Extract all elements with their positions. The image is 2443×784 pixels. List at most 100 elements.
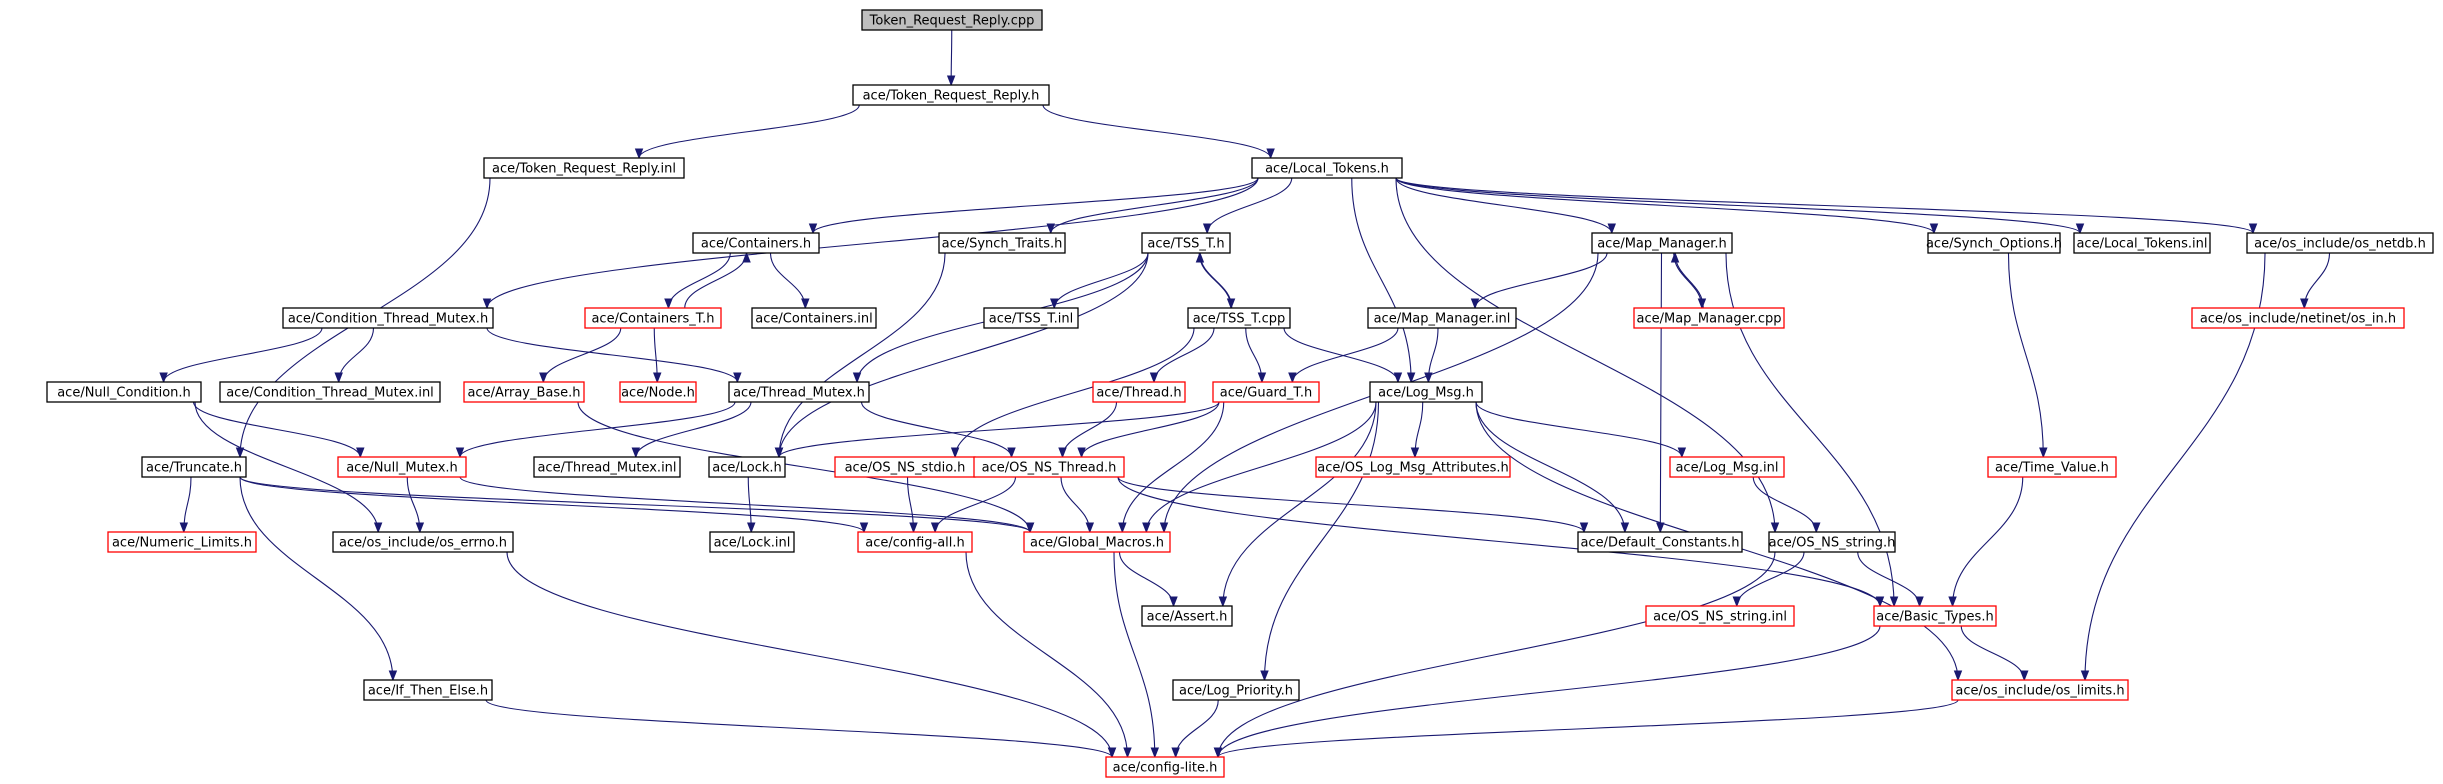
edge-global-macros-h-to-config-lite-h xyxy=(1113,551,1160,759)
node-box xyxy=(1172,679,1300,701)
edge-config-all-h-to-config-lite-h xyxy=(965,551,1132,759)
node-if-then-else-h[interactable]: ace/If_Then_Else.h xyxy=(363,679,493,701)
edge-line xyxy=(163,327,323,383)
node-containers-t-h[interactable]: ace/Containers_T.h xyxy=(584,307,722,329)
node-os-errno-h[interactable]: ace/os_include/os_errno.h xyxy=(332,531,514,553)
node-token-request-reply-h[interactable]: ace/Token_Request_Reply.h xyxy=(852,84,1050,106)
edge-os-ns-string-h-to-basic-types-h xyxy=(1857,551,1924,608)
node-map-manager-cpp[interactable]: ace/Map_Manager.cpp xyxy=(1633,307,1785,329)
edge-null-mutex-h-to-os-errno-h xyxy=(406,476,425,534)
edge-arrowhead xyxy=(179,522,189,534)
node-netinet-in-h[interactable]: ace/os_include/netinet/os_in.h xyxy=(2191,307,2405,329)
edge-arrowhead xyxy=(1812,522,1821,534)
node-box xyxy=(1141,232,1231,254)
node-label: ace/TSS_T.h xyxy=(1147,237,1224,252)
node-label: ace/Basic_Types.h xyxy=(1876,610,1993,625)
node-label: ace/TSS_T.inl xyxy=(989,312,1073,327)
edge-line xyxy=(486,177,1259,309)
node-condition-thread-mutex-h[interactable]: ace/Condition_Thread_Mutex.h xyxy=(282,307,494,329)
node-box xyxy=(1577,531,1743,553)
node-config-all-h[interactable]: ace/config-all.h xyxy=(857,531,973,553)
node-map-manager-h[interactable]: ace/Map_Manager.h xyxy=(1591,232,1733,254)
node-os-log-msg-attributes-h[interactable]: ace/OS_Log_Msg_Attributes.h xyxy=(1315,456,1511,478)
edge-line xyxy=(1960,625,2025,681)
edge-line xyxy=(769,252,806,309)
node-box xyxy=(708,456,786,478)
node-label: ace/os_include/os_netdb.h xyxy=(2254,237,2426,252)
edge-arrowhead xyxy=(334,372,343,384)
node-default-constants-h[interactable]: ace/Default_Constants.h xyxy=(1577,531,1743,553)
node-thread-mutex-h[interactable]: ace/Thread_Mutex.h xyxy=(728,381,870,403)
node-token-request-reply-inl[interactable]: ace/Token_Request_Reply.inl xyxy=(483,157,685,179)
node-global-macros-h[interactable]: ace/Global_Macros.h xyxy=(1023,531,1171,553)
edge-arrowhead xyxy=(1202,223,1212,235)
edge-line xyxy=(1659,252,1663,533)
node-synch-traits-h[interactable]: ace/Synch_Traits.h xyxy=(938,232,1066,254)
node-lock-inl[interactable]: ace/Lock.inl xyxy=(709,531,795,553)
node-os-ns-stdio-h[interactable]: ace/OS_NS_stdio.h xyxy=(834,456,976,478)
edge-line xyxy=(778,401,1220,458)
edge-line xyxy=(1175,699,1219,758)
node-guard-t-h[interactable]: ace/Guard_T.h xyxy=(1212,381,1320,403)
node-assert-h[interactable]: ace/Assert.h xyxy=(1141,605,1233,627)
node-local-tokens-inl[interactable]: ace/Local_Tokens.inl xyxy=(2073,232,2211,254)
node-basic-types-h[interactable]: ace/Basic_Types.h xyxy=(1873,605,1997,627)
edge-line xyxy=(638,104,860,159)
node-truncate-h[interactable]: ace/Truncate.h xyxy=(141,456,247,478)
node-box xyxy=(1367,307,1517,329)
edge-arrowhead xyxy=(1732,596,1742,608)
edge-log-msg-inl-to-os-ns-string-h xyxy=(1752,476,1821,534)
node-os-limits-h[interactable]: ace/os_include/os_limits.h xyxy=(1951,679,2129,701)
node-local-tokens-h[interactable]: ace/Local_Tokens.h xyxy=(1251,157,1403,179)
edge-line xyxy=(1199,252,1233,309)
edge-os-ns-string-h-to-config-lite-h xyxy=(1213,551,1776,759)
node-map-manager-inl[interactable]: ace/Map_Manager.inl xyxy=(1367,307,1517,329)
edge-line xyxy=(1145,401,1377,533)
node-config-lite-h[interactable]: ace/config-lite.h xyxy=(1105,756,1225,778)
node-log-msg-h[interactable]: ace/Log_Msg.h xyxy=(1369,381,1483,403)
edge-tss-t-cpp-to-guard-t-h xyxy=(1245,327,1267,384)
edge-map-manager-inl-to-guard-t-h xyxy=(1288,327,1399,384)
edge-log-msg-h-to-default-constants-h xyxy=(1475,401,1630,534)
node-containers-inl[interactable]: ace/Containers.inl xyxy=(751,307,877,329)
node-label: ace/Map_Manager.h xyxy=(1597,237,1727,252)
edge-thread-h-to-os-ns-thread-h xyxy=(1058,401,1118,459)
node-label: ace/Guard_T.h xyxy=(1220,386,1312,401)
node-time-value-h[interactable]: ace/Time_Value.h xyxy=(1987,456,2117,478)
edge-arrowhead xyxy=(1424,372,1433,384)
node-label: ace/config-all.h xyxy=(865,536,965,551)
node-os-ns-string-h[interactable]: ace/OS_NS_string.h xyxy=(1768,531,1896,553)
node-lock-h[interactable]: ace/Lock.h xyxy=(708,456,786,478)
edge-arrowhead xyxy=(1169,596,1178,608)
node-thread-h[interactable]: ace/Thread.h xyxy=(1092,381,1186,403)
edge-arrowhead xyxy=(859,522,869,534)
node-synch-options-h[interactable]: ace/Synch_Options.h xyxy=(1926,232,2062,254)
node-node-h[interactable]: ace/Node.h xyxy=(619,381,697,403)
node-condition-thread-mutex-inl[interactable]: ace/Condition_Thread_Mutex.inl xyxy=(219,381,441,403)
node-log-msg-inl[interactable]: ace/Log_Msg.inl xyxy=(1669,456,1785,478)
node-containers-h[interactable]: ace/Containers.h xyxy=(692,232,820,254)
node-log-priority-h[interactable]: ace/Log_Priority.h xyxy=(1172,679,1300,701)
node-label: ace/Local_Tokens.inl xyxy=(2076,237,2207,252)
node-null-condition-h[interactable]: ace/Null_Condition.h xyxy=(46,381,202,403)
node-box xyxy=(1951,679,2129,701)
node-os-netdb-h[interactable]: ace/os_include/os_netdb.h xyxy=(2246,232,2434,254)
node-null-mutex-h[interactable]: ace/Null_Mutex.h xyxy=(337,456,467,478)
edge-line xyxy=(635,401,752,458)
node-label: ace/Thread_Mutex.h xyxy=(733,386,865,401)
node-numeric-limits-h[interactable]: ace/Numeric_Limits.h xyxy=(107,531,257,553)
edge-arrowhead xyxy=(2020,670,2029,682)
edge-arrowhead xyxy=(373,522,383,534)
node-thread-mutex-inl[interactable]: ace/Thread_Mutex.inl xyxy=(533,456,681,478)
node-tss-t-cpp[interactable]: ace/TSS_T.cpp xyxy=(1187,307,1291,329)
edge-map-manager-inl-to-log-msg-h xyxy=(1424,327,1439,384)
node-os-ns-thread-h[interactable]: ace/OS_NS_Thread.h xyxy=(973,456,1125,478)
node-tss-t-h[interactable]: ace/TSS_T.h xyxy=(1141,232,1231,254)
edge-arrowhead xyxy=(747,522,756,534)
node-token-request-reply-cpp[interactable]: Token_Request_Reply.cpp xyxy=(861,9,1043,31)
edge-line xyxy=(1222,401,1377,607)
edge-arrowhead xyxy=(1260,670,1269,682)
node-array-base-h[interactable]: ace/Array_Base.h xyxy=(463,381,585,403)
node-os-ns-string-inl[interactable]: ace/OS_NS_string.inl xyxy=(1645,605,1795,627)
node-tss-t-inl[interactable]: ace/TSS_T.inl xyxy=(983,307,1079,329)
